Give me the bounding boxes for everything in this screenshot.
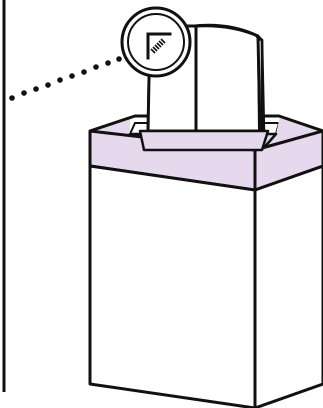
- page-corner-icon: [146, 32, 172, 60]
- magnifier-callout-icon: [120, 6, 192, 78]
- shredder-icon: [88, 164, 323, 408]
- dotted-leader-icon: [9, 56, 122, 101]
